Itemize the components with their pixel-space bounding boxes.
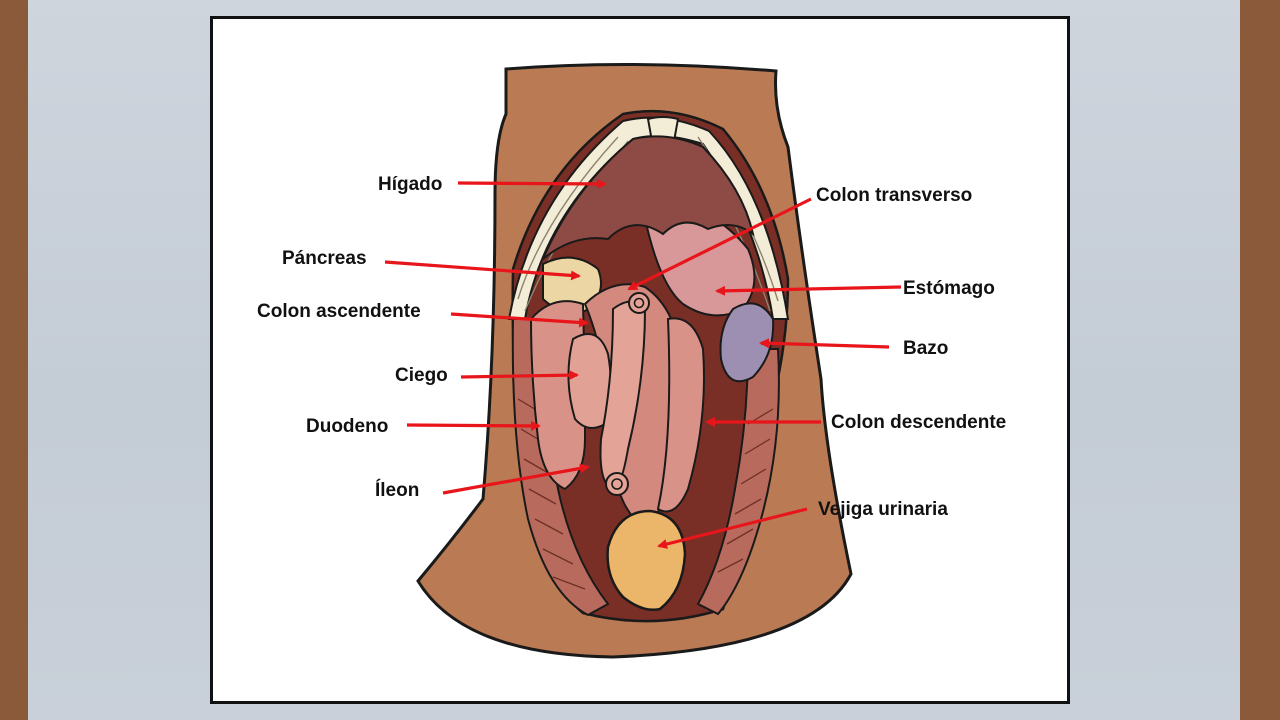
arrow-higado bbox=[457, 178, 607, 189]
label-estomago: Estómago bbox=[903, 278, 995, 299]
arrow-duodeno bbox=[406, 420, 541, 431]
arrow-colon-transverso bbox=[627, 197, 812, 291]
label-duodeno: Duodeno bbox=[306, 416, 388, 437]
ileum-end bbox=[605, 472, 629, 496]
anatomy-diagram: Hígado Páncreas Colon ascendente Ciego D… bbox=[257, 62, 1006, 659]
label-ciego: Ciego bbox=[395, 365, 448, 386]
liver-organ bbox=[542, 135, 755, 260]
label-ileon: Íleon bbox=[375, 479, 419, 501]
label-colon-ascendente: Colon ascendente bbox=[257, 301, 421, 322]
muscle-wall-right bbox=[696, 348, 780, 616]
label-colon-transverso: Colon transverso bbox=[816, 185, 972, 206]
label-vejiga-urinaria: Vejiga urinaria bbox=[818, 499, 948, 520]
label-colon-descendente: Colon descendente bbox=[831, 412, 1006, 433]
label-pancreas: Páncreas bbox=[282, 248, 367, 269]
spleen-organ bbox=[719, 302, 775, 383]
arrow-ileon bbox=[442, 463, 590, 495]
arrow-vejiga-urinaria bbox=[657, 507, 808, 549]
arrow-colon-ascendente bbox=[450, 312, 589, 328]
bladder-organ bbox=[606, 509, 687, 611]
arrow-bazo bbox=[759, 338, 890, 349]
descending-colon-organ bbox=[656, 317, 705, 513]
diagram-board: Hígado Páncreas Colon ascendente Ciego D… bbox=[210, 16, 1070, 704]
label-higado: Hígado bbox=[378, 174, 442, 195]
arrow-estomago bbox=[715, 285, 902, 296]
arrow-pancreas bbox=[384, 260, 581, 281]
label-bazo: Bazo bbox=[903, 338, 948, 359]
arrow-ciego bbox=[460, 370, 579, 381]
ileum-opening bbox=[628, 292, 650, 314]
